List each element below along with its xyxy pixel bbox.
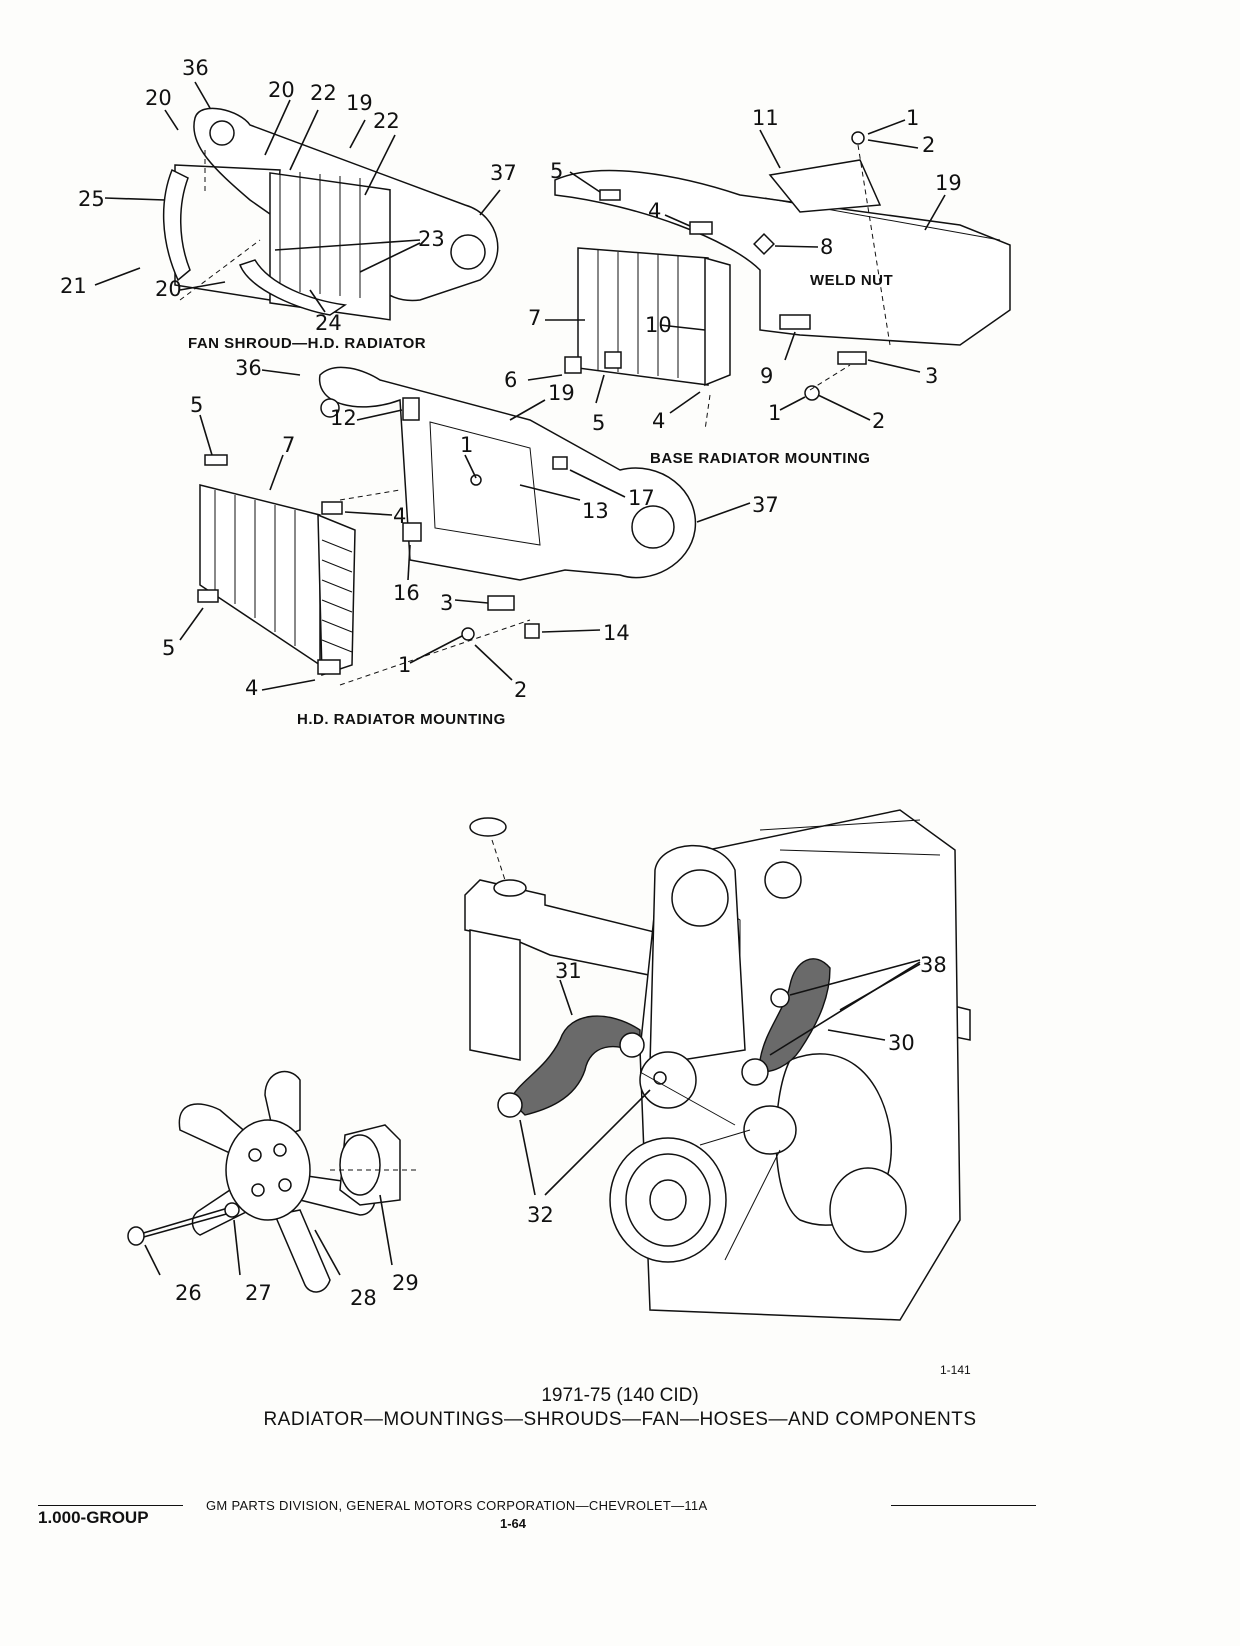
callout-5: 5: [592, 411, 605, 435]
callout-11: 11: [752, 106, 779, 130]
base-radiator-mounting-view: [527, 119, 1011, 431]
callout-4: 4: [393, 504, 406, 528]
engine-hoses-fan-view: [127, 809, 971, 1321]
callout-31: 31: [555, 959, 582, 983]
callout-30: 30: [888, 1031, 915, 1055]
page-title: 1971-75 (140 CID) RADIATOR—MOUNTINGS—SHR…: [0, 1385, 1240, 1431]
footer-page-number: 1-64: [500, 1516, 527, 1531]
caption-base-mounting: BASE RADIATOR MOUNTING: [650, 450, 870, 467]
title-year: 1971-75 (140 CID): [541, 1385, 699, 1406]
callout-29: 29: [392, 1271, 419, 1295]
callout-5: 5: [190, 393, 203, 417]
caption-weld-nut: WELD NUT: [810, 272, 893, 289]
footer-group: 1.000-GROUP: [38, 1508, 149, 1527]
callout-labels: 36 20 20 22 19 22 37 25 23 21 20 24 5 11…: [60, 56, 962, 1310]
callout-19: 19: [548, 381, 575, 405]
footer-rule: [38, 1505, 183, 1506]
callout-19: 19: [346, 91, 373, 115]
fan-shroud-hd-radiator-view: [94, 81, 501, 321]
callout-7: 7: [528, 306, 541, 330]
callout-20: 20: [268, 78, 295, 102]
callout-3: 3: [440, 591, 453, 615]
callout-14: 14: [603, 621, 630, 645]
hd-radiator-mounting-view: [179, 366, 751, 691]
callout-1: 1: [768, 401, 781, 425]
callout-10: 10: [645, 313, 672, 337]
callout-1: 1: [906, 106, 919, 130]
callout-22: 22: [373, 109, 400, 133]
caption-hd-mounting: H.D. RADIATOR MOUNTING: [297, 711, 506, 728]
callout-27: 27: [245, 1281, 272, 1305]
callout-19: 19: [935, 171, 962, 195]
footer-publisher: GM PARTS DIVISION, GENERAL MOTORS CORPOR…: [206, 1498, 708, 1513]
callout-6: 6: [504, 368, 517, 392]
callout-16: 16: [393, 581, 420, 605]
callout-5: 5: [550, 159, 563, 183]
callout-13: 13: [582, 499, 609, 523]
callout-17: 17: [628, 486, 655, 510]
callout-1: 1: [460, 433, 473, 457]
callout-7: 7: [282, 433, 295, 457]
callout-28: 28: [350, 1286, 377, 1310]
title-main: RADIATOR—MOUNTINGS—SHROUDS—FAN—HOSES—AND…: [263, 1409, 977, 1430]
callout-2: 2: [872, 409, 885, 433]
callout-2: 2: [922, 133, 935, 157]
callout-9: 9: [760, 364, 773, 388]
callout-8: 8: [820, 235, 833, 259]
page-footer: GM PARTS DIVISION, GENERAL MOTORS CORPOR…: [38, 1498, 1036, 1538]
callout-20: 20: [155, 277, 182, 301]
footer-rule: [891, 1505, 1036, 1506]
callout-12: 12: [330, 406, 357, 430]
callout-36: 36: [235, 356, 262, 380]
caption-fan-shroud: FAN SHROUD—H.D. RADIATOR: [188, 335, 426, 352]
callout-24: 24: [315, 311, 342, 335]
callout-3: 3: [925, 364, 938, 388]
callout-23: 23: [418, 227, 445, 251]
callout-37: 37: [490, 161, 517, 185]
callout-36: 36: [182, 56, 209, 80]
callout-2: 2: [514, 678, 527, 702]
figure-reference: 1-141: [940, 1363, 971, 1377]
callout-20: 20: [145, 86, 172, 110]
callout-25: 25: [78, 187, 105, 211]
callout-26: 26: [175, 1281, 202, 1305]
callout-4: 4: [245, 676, 258, 700]
callout-38: 38: [920, 953, 947, 977]
callout-22: 22: [310, 81, 337, 105]
callout-1: 1: [398, 653, 411, 677]
callout-21: 21: [60, 274, 87, 298]
callout-5: 5: [162, 636, 175, 660]
callout-32: 32: [527, 1203, 554, 1227]
callout-37: 37: [752, 493, 779, 517]
callout-4: 4: [652, 409, 665, 433]
callout-4: 4: [648, 199, 661, 223]
